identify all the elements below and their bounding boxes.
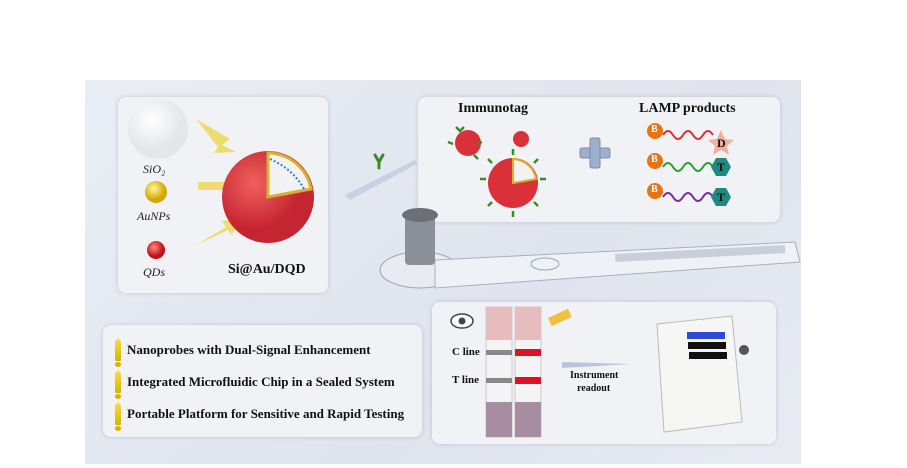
exclamation-icon (115, 403, 121, 431)
connector-arrow (345, 160, 417, 200)
sphere-cutaway (266, 151, 313, 199)
exclamation-icon (115, 371, 121, 399)
biotin-label-2: B (651, 154, 658, 165)
tag-label-1: T (717, 160, 726, 174)
highlights-panel: Nanoprobes with Dual-Signal Enhancement … (103, 325, 422, 437)
highlight-item: Nanoprobes with Dual-Signal Enhancement (115, 339, 371, 367)
aunps-label: AuNPs (137, 209, 171, 223)
exclamation-icon (115, 339, 121, 367)
uv-light-icon (548, 308, 572, 327)
dig-label: D (717, 136, 726, 150)
sio2-label: SiO₂ (143, 162, 166, 176)
test-strip-fluorescent (514, 306, 542, 438)
materials-graphic (128, 99, 314, 259)
readout-label-1: Instrument (570, 370, 619, 381)
antibody-icon (345, 153, 417, 200)
product-label: Si@Au/DQD (228, 262, 306, 277)
qds-label: QDs (143, 265, 166, 279)
microfluidic-chip (379, 208, 801, 289)
synthesis-panel: SiO₂ AuNPs QDs Si@Au/DQD (118, 97, 328, 293)
readout-panel: C line T line Instrument readout (432, 302, 776, 444)
lamp-title: LAMP products (639, 101, 736, 116)
immunotag-particles (447, 126, 546, 217)
portable-reader-device (656, 315, 749, 433)
aunp-sphere (145, 181, 167, 203)
test-strip-visual (485, 306, 513, 438)
highlight-item: Portable Platform for Sensitive and Rapi… (115, 403, 404, 431)
lamp-products (647, 123, 734, 206)
immunotag-title: Immunotag (458, 101, 529, 116)
readout-graphic (450, 306, 749, 438)
reagents-graphic (447, 123, 734, 217)
highlight-item: Integrated Microfluidic Chip in a Sealed… (115, 371, 395, 399)
readout-label-2: readout (577, 383, 611, 394)
t-line-label: T line (452, 374, 480, 386)
plunger (405, 215, 435, 265)
biotin-label-1: B (651, 124, 658, 135)
eye-icon (450, 313, 474, 329)
sio2-sphere (128, 99, 188, 159)
graphical-abstract: SiO₂ AuNPs QDs Si@Au/DQD Immunotag LAMP … (85, 80, 801, 464)
readout-arrow (562, 362, 632, 368)
c-line-label: C line (452, 346, 480, 358)
reagents-panel: Immunotag LAMP products (418, 97, 780, 222)
qd-sphere (147, 241, 165, 259)
biotin-label-3: B (651, 184, 658, 195)
plus-icon (579, 137, 611, 169)
tag-label-2: T (717, 190, 726, 204)
